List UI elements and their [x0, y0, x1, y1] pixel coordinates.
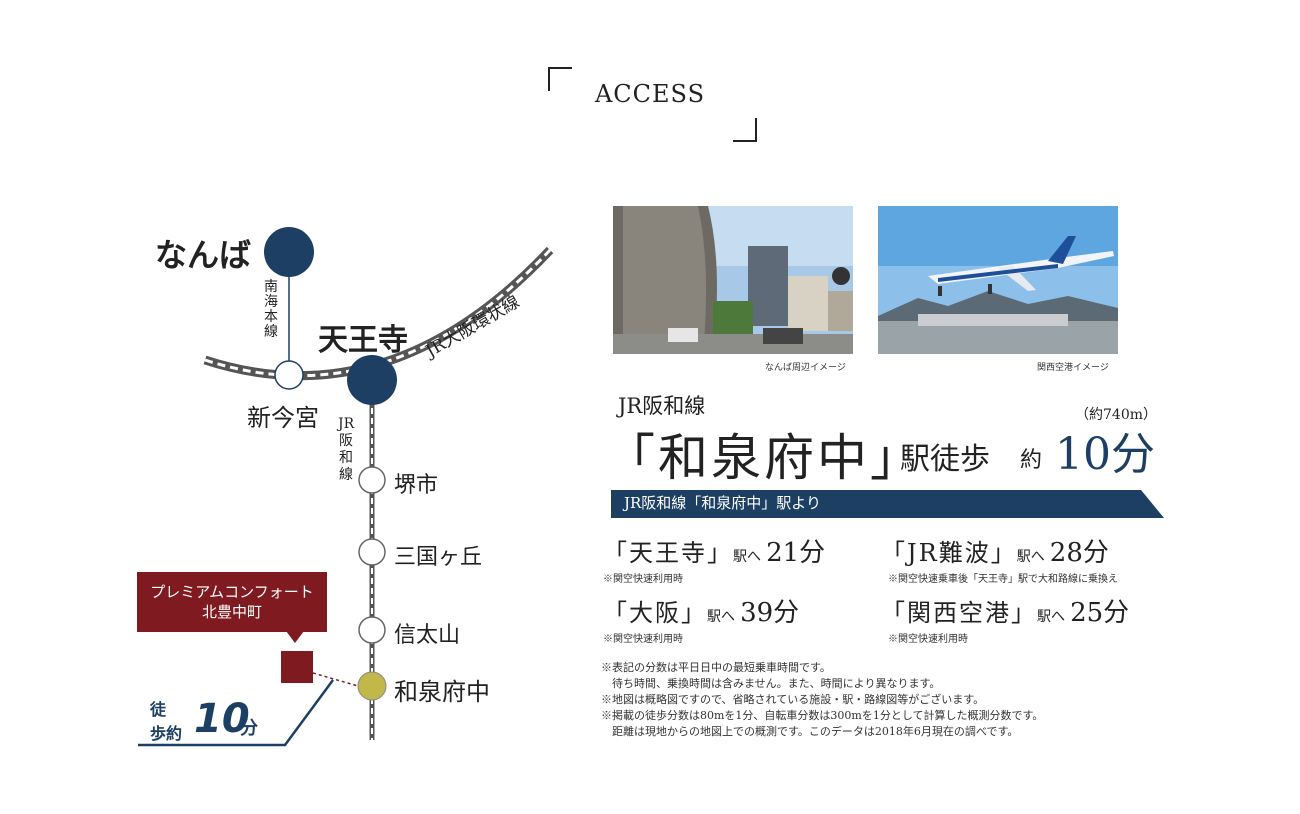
footnote-line: ※表記の分数は平日日中の最短乗車時間です。: [601, 661, 831, 674]
route-station: 「JR難波」: [881, 539, 1017, 567]
namba-photo: [613, 206, 853, 354]
shin-imamiya-station-dot: [274, 360, 304, 390]
page-title: ACCESS: [594, 80, 706, 108]
izumifuchu-station-dot: [357, 671, 387, 701]
route-note: ※関空快速利用時: [603, 634, 683, 645]
footnote-line: 距離は現地からの地図上での概測です。このデータは2018年6月現在の調べです。: [601, 725, 1019, 738]
mikunigaoka-station-dot: [358, 538, 386, 566]
izumifuchu-label: 和泉府中: [394, 678, 490, 706]
route-station: 「天王寺」: [603, 539, 733, 567]
mikunigaoka-label: 三国ヶ丘: [394, 545, 483, 570]
from-station-banner-text: JR阪和線「和泉府中」駅より: [624, 494, 822, 512]
property-name-line1: プレミアムコンフォート: [150, 583, 314, 601]
sakaishi-label: 堺市: [394, 473, 439, 498]
tennoji-label: 天王寺: [318, 323, 408, 358]
route-note: ※関空快速乗車後「天王寺」駅で大和路線に乗換え: [888, 574, 1118, 585]
route-eki: 駅へ: [733, 549, 761, 565]
shin-imamiya-label: 新今宮: [247, 404, 319, 432]
route-time: 21分: [766, 538, 826, 568]
footnotes: ※表記の分数は平日日中の最短乗車時間です。 待ち時間、乗換時間は含みません。また…: [601, 660, 1043, 740]
route-map: [138, 227, 554, 747]
route-eki: 駅へ: [707, 609, 735, 625]
route-note: ※関空快速利用時: [888, 634, 968, 645]
property-name-line2: 北豊中町: [201, 603, 262, 621]
title-bracket-open: [548, 67, 572, 91]
property-callout-pointer: [286, 631, 304, 643]
footnote-line: ※掲載の徒歩分数は80mを1分、自転車分数は300mを1分として計算した概測分数…: [601, 709, 1044, 722]
footnote-line: ※地図は概略図ですので、省略されている施設・駅・路線図等がございます。: [601, 693, 985, 706]
route-time: 28分: [1049, 538, 1109, 568]
approx-label: 約: [1020, 448, 1043, 473]
route-tennoji: 「天王寺」駅へ 21分: [603, 532, 825, 569]
title-bracket-close: [733, 118, 757, 142]
sakaishi-station-dot: [358, 466, 386, 494]
route-station: 「関西空港」: [881, 599, 1037, 627]
walk-label-line2: 歩約: [150, 724, 183, 743]
walk-label: 徒: [150, 700, 170, 720]
shinodayama-label: 信太山: [394, 623, 461, 648]
walk-label-line1: 徒: [150, 700, 167, 719]
eki-walk-label: 駅徒歩: [900, 442, 990, 477]
kix-photo: [878, 206, 1118, 354]
walk-time: 10分: [1055, 429, 1155, 480]
route-eki: 駅へ: [1016, 549, 1045, 565]
station-name: 「和泉府中」: [605, 429, 923, 487]
namba-station-dot: [264, 227, 314, 277]
property-callout: プレミアムコンフォート 北豊中町: [137, 572, 327, 632]
route-eki: 駅へ: [1037, 609, 1065, 625]
route-kix: 「関西空港」駅へ 25分: [881, 592, 1129, 629]
kix-photo-caption: 関西空港イメージ: [1037, 363, 1109, 373]
walk-minutes-number: 10: [194, 696, 250, 742]
route-jr-namba: 「JR難波」駅へ 28分: [881, 532, 1109, 569]
shinodayama-station-dot: [358, 616, 386, 644]
tennoji-station-dot: [347, 355, 397, 405]
route-time: 25分: [1070, 598, 1130, 628]
line-name: JR阪和線: [618, 394, 706, 418]
route-osaka: 「大阪」駅へ 39分: [603, 592, 799, 629]
route-station: 「大阪」: [603, 599, 707, 627]
nankai-line-label: 南海本線: [264, 279, 278, 340]
route-time: 39分: [740, 598, 800, 628]
from-station-banner: [611, 490, 1164, 518]
namba-label: なんば: [155, 236, 252, 274]
property-connector: [312, 672, 359, 687]
distance-label: （約740m）: [1075, 407, 1157, 423]
walk-minutes-unit: 分: [240, 718, 258, 739]
hanwa-line-label: JR阪和線: [338, 416, 355, 483]
property-marker: [281, 651, 313, 683]
namba-photo-caption: なんば周辺イメージ: [765, 363, 846, 373]
walk-frame: [138, 679, 335, 747]
footnote-line: 待ち時間、乗換時間は含みません。また、時間により異なります。: [601, 677, 941, 690]
route-note: ※関空快速利用時: [603, 574, 683, 585]
